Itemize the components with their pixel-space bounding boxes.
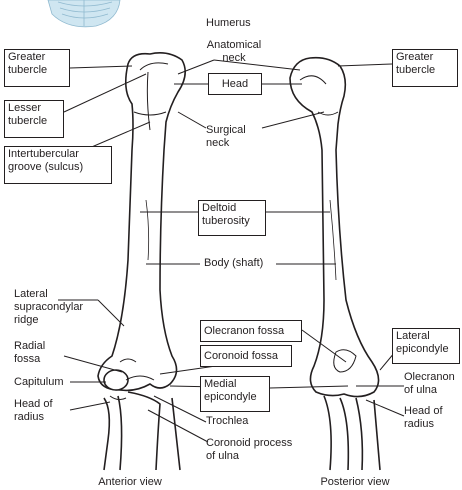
label-greater-tubercle-anterior: Greater tubercle xyxy=(4,49,70,87)
posterior-humerus xyxy=(289,56,381,471)
label-lateral-supracondylar-ridge: Lateral supracondylar ridge xyxy=(14,288,84,326)
label-radial-fossa: Radial fossa xyxy=(14,340,46,365)
label-deltoid-tuberosity: Deltoid tuberosity xyxy=(198,200,266,236)
label-medial-epicondyle: Medial epicondyle xyxy=(200,376,270,412)
label-trochlea: Trochlea xyxy=(206,415,249,427)
label-capitulum: Capitulum xyxy=(14,376,64,388)
label-olecranon-of-ulna: Olecranon of ulna xyxy=(404,371,455,396)
label-body-shaft: Body (shaft) xyxy=(204,257,264,269)
label-lateral-epicondyle: Lateral epicondyle xyxy=(392,328,460,364)
skeleton-thumbnail-icon xyxy=(47,0,121,28)
label-greater-tubercle-posterior: Greater tubercle xyxy=(392,49,458,87)
caption-posterior-view: Posterior view xyxy=(320,476,390,488)
diagram-title: Humerus xyxy=(206,17,251,29)
label-coronoid-process: Coronoid process of ulna xyxy=(206,437,293,462)
label-intertubercular-groove: Intertubercular groove (sulcus) xyxy=(4,146,112,184)
caption-anterior-view: Anterior view xyxy=(98,476,162,488)
label-olecranon-fossa: Olecranon fossa xyxy=(200,320,302,342)
label-coronoid-fossa: Coronoid fossa xyxy=(200,345,292,367)
label-anatomical-neck: Anatomical neck xyxy=(206,39,262,64)
label-surgical-neck: Surgical neck xyxy=(206,124,246,149)
label-head-of-radius-posterior: Head of radius xyxy=(404,405,443,430)
label-head-of-radius-anterior: Head of radius xyxy=(14,398,53,423)
anterior-humerus xyxy=(97,52,186,471)
leader-lines xyxy=(58,59,405,443)
label-head: Head xyxy=(208,73,262,95)
label-lesser-tubercle: Lesser tubercle xyxy=(4,100,64,138)
